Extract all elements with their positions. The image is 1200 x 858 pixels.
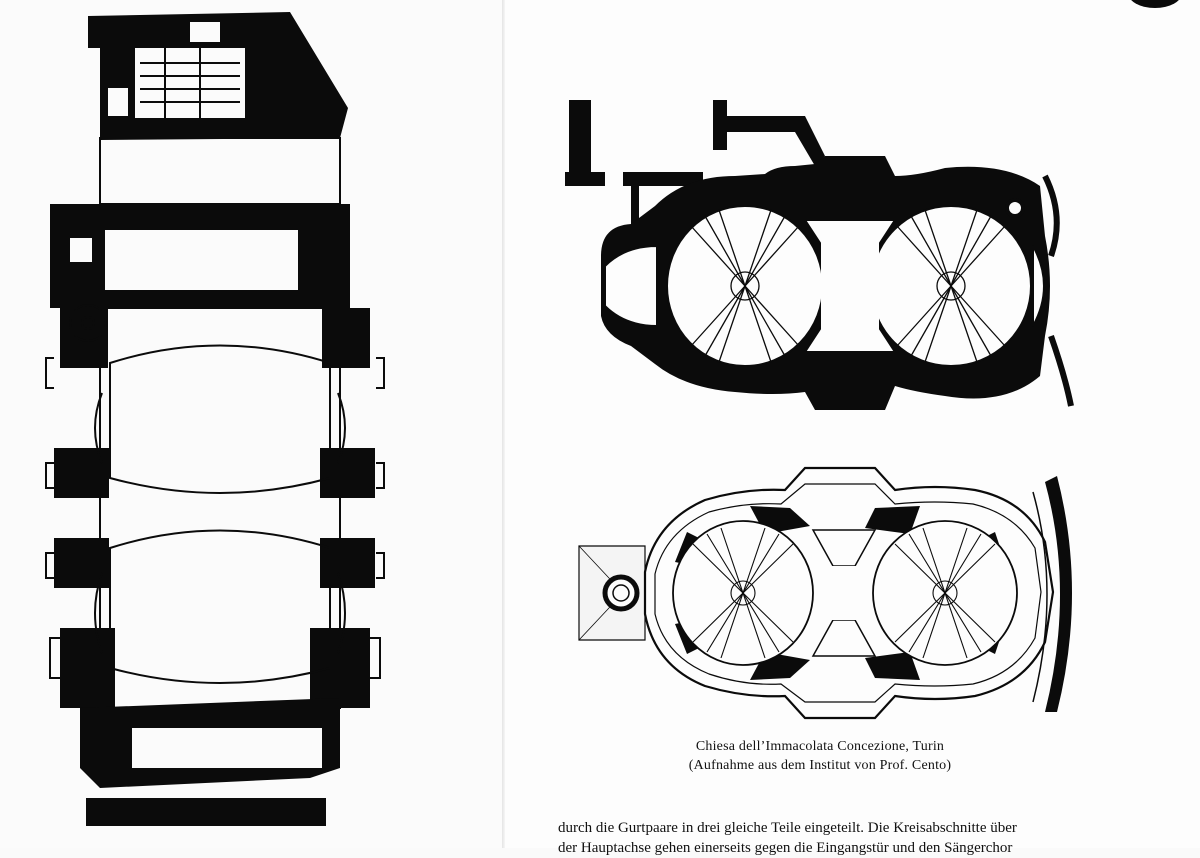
body-text-line-2: der Hauptachse gehen einerseits gegen di…	[558, 840, 1013, 856]
figure-caption-title: Chiesa dell’Immacolata Concezione, Turin	[695, 739, 945, 754]
figure-caption-source: (Aufnahme aus dem Institut von Prof. Cen…	[688, 758, 952, 773]
corner-thumb-mark	[1128, 0, 1182, 8]
floor-plan-ground	[565, 100, 1074, 410]
floor-plan-vault	[578, 466, 1072, 720]
floor-plan-vertical	[45, 12, 385, 826]
page-gutter	[502, 0, 505, 848]
body-text-line-1: durch die Gurtpaare in drei gleiche Teil…	[558, 820, 1017, 836]
